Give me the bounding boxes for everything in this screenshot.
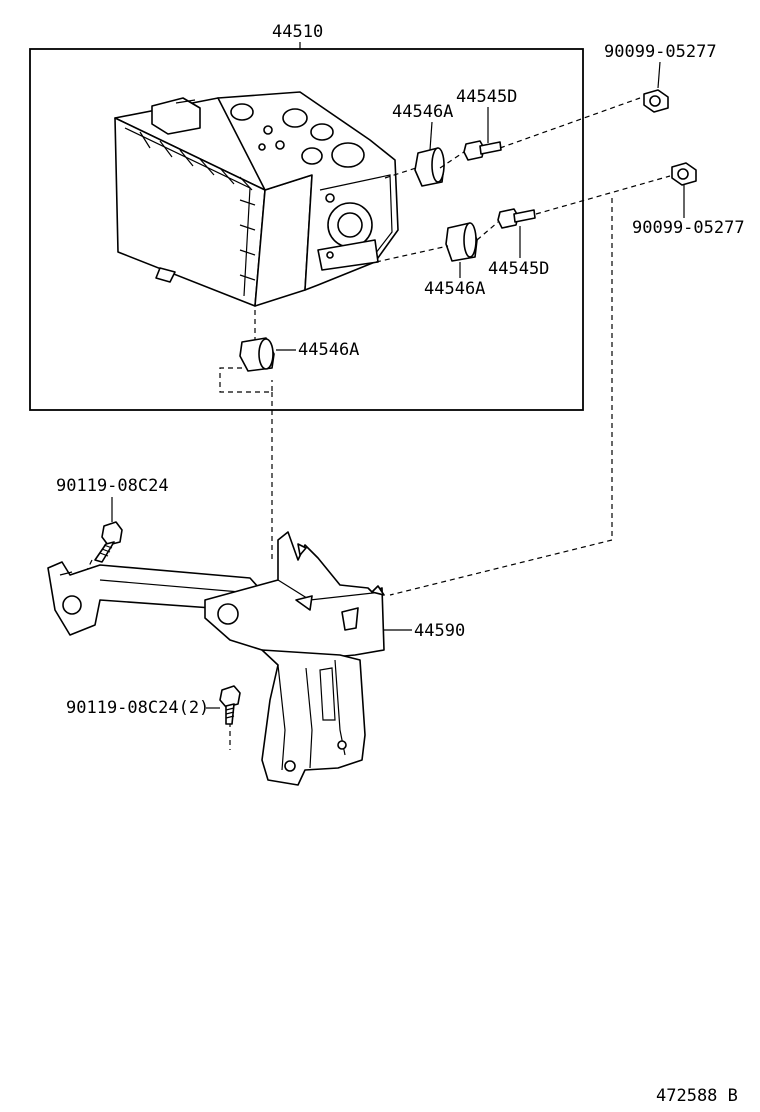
bolt-90119-left xyxy=(94,521,123,563)
bolt-90099-top xyxy=(643,89,669,113)
bolt-90099-right xyxy=(671,162,697,186)
label-44546A-upper: 44546A xyxy=(392,102,453,122)
cushion-bottom xyxy=(239,337,275,372)
cushion-upper xyxy=(414,147,445,187)
label-90099-05277-top: 90099-05277 xyxy=(604,42,717,62)
label-44546A-bottom: 44546A xyxy=(298,340,359,360)
stud-upper xyxy=(463,140,502,161)
label-44590: 44590 xyxy=(414,621,465,641)
bolt-90119-bottom xyxy=(219,685,241,725)
bracket-44590 xyxy=(47,531,385,786)
label-44510: 44510 xyxy=(272,22,323,42)
cushion-mid xyxy=(445,222,478,262)
label-90119-08C24: 90119-08C24 xyxy=(56,476,169,496)
label-44545D-lower: 44545D xyxy=(488,259,549,279)
label-90099-05277-right: 90099-05277 xyxy=(632,218,745,238)
assembly-frame xyxy=(29,48,584,411)
abs-actuator-unit xyxy=(114,91,399,307)
stud-lower xyxy=(497,208,536,229)
assembly-dashed-lines xyxy=(74,97,671,750)
label-44545D-upper: 44545D xyxy=(456,87,517,107)
drawing-number: 472588 B xyxy=(656,1086,738,1106)
label-90119-08C24-2: 90119-08C24(2) xyxy=(66,698,209,718)
label-44546A-mid: 44546A xyxy=(424,279,485,299)
